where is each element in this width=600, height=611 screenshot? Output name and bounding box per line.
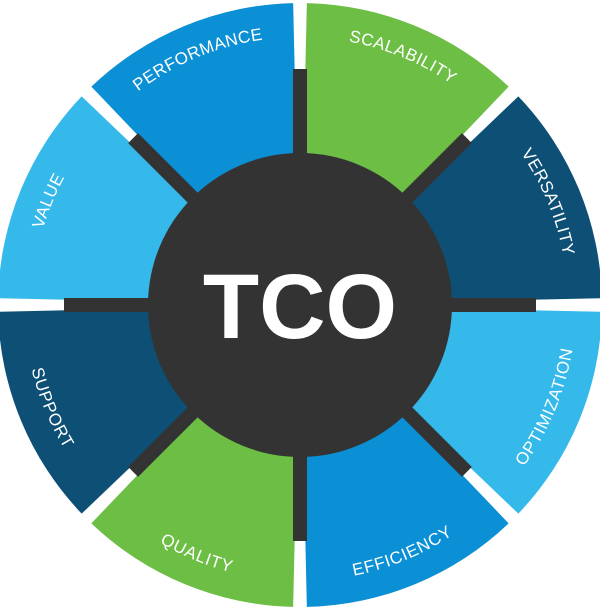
center-label: TCO <box>203 256 397 358</box>
center-circle <box>148 153 452 457</box>
segment-support <box>0 308 192 514</box>
segment-value <box>0 96 192 302</box>
segment-divider <box>398 133 472 207</box>
segment-performance <box>91 3 297 197</box>
segment-quality <box>91 413 297 607</box>
segment-versatility <box>408 96 600 302</box>
dividers-layer <box>64 69 536 541</box>
segment-divider <box>398 403 472 477</box>
segment-efficiency <box>303 413 509 607</box>
segment-divider <box>128 403 202 477</box>
segment-scalability <box>303 3 509 197</box>
segment-divider <box>128 133 202 207</box>
segment-optimization <box>408 308 600 514</box>
segments-layer <box>0 3 600 607</box>
